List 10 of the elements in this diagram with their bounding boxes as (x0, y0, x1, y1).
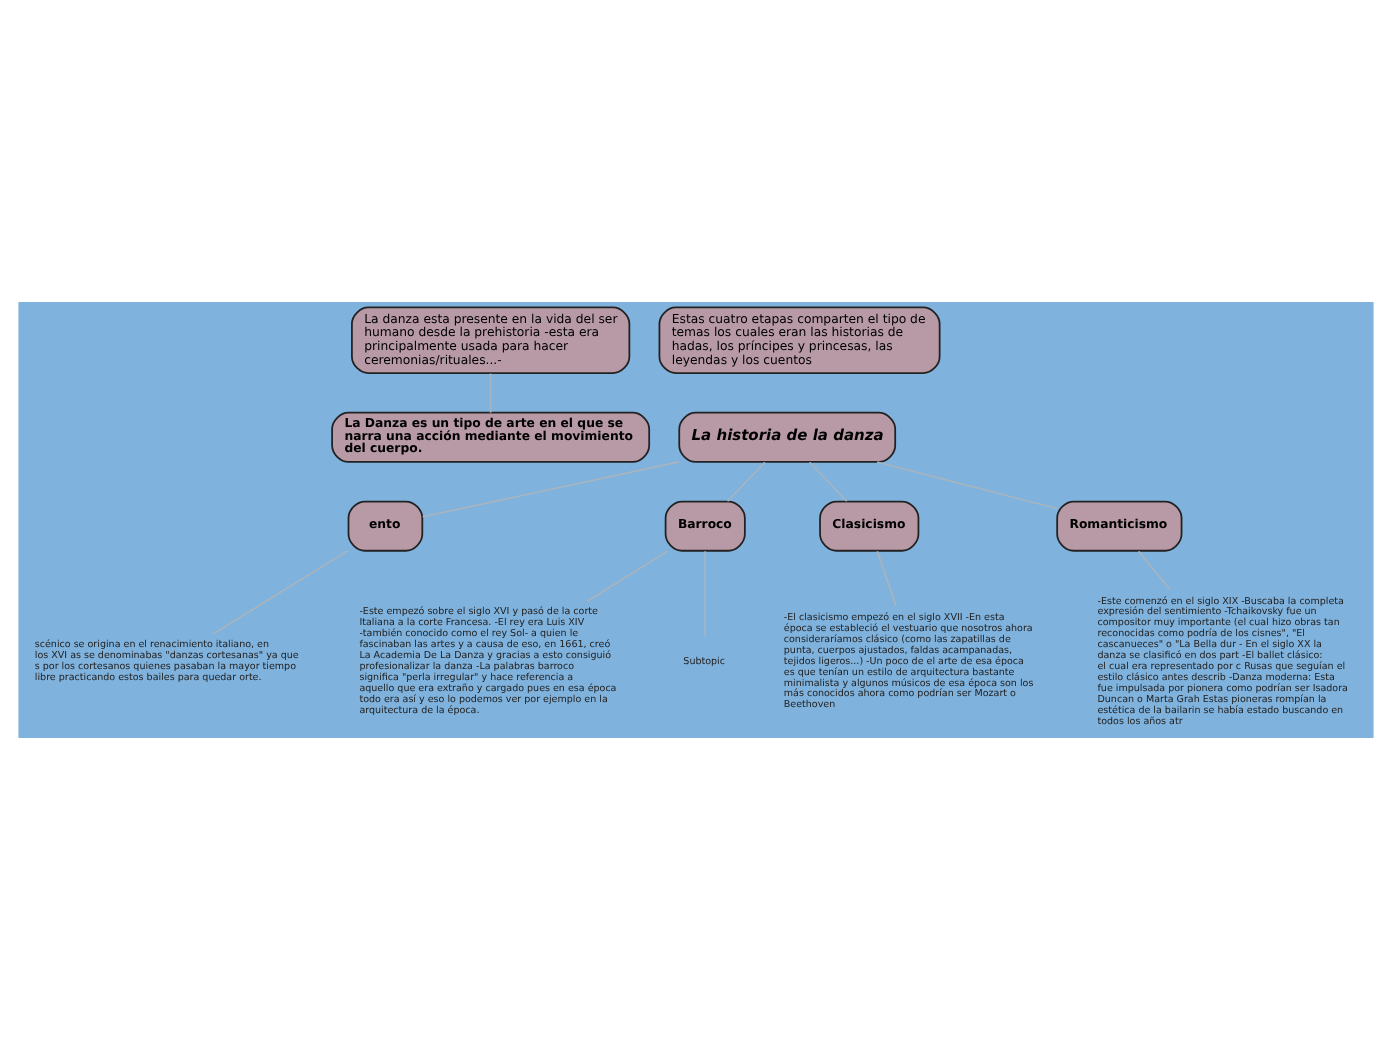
connector (726, 461, 766, 503)
connector (421, 461, 680, 518)
connector (704, 550, 707, 638)
connector (876, 550, 897, 608)
connector (586, 550, 669, 602)
connector (489, 372, 492, 414)
connector (212, 549, 349, 635)
connector (1137, 550, 1172, 591)
connector (808, 461, 848, 503)
connector (876, 461, 1058, 510)
